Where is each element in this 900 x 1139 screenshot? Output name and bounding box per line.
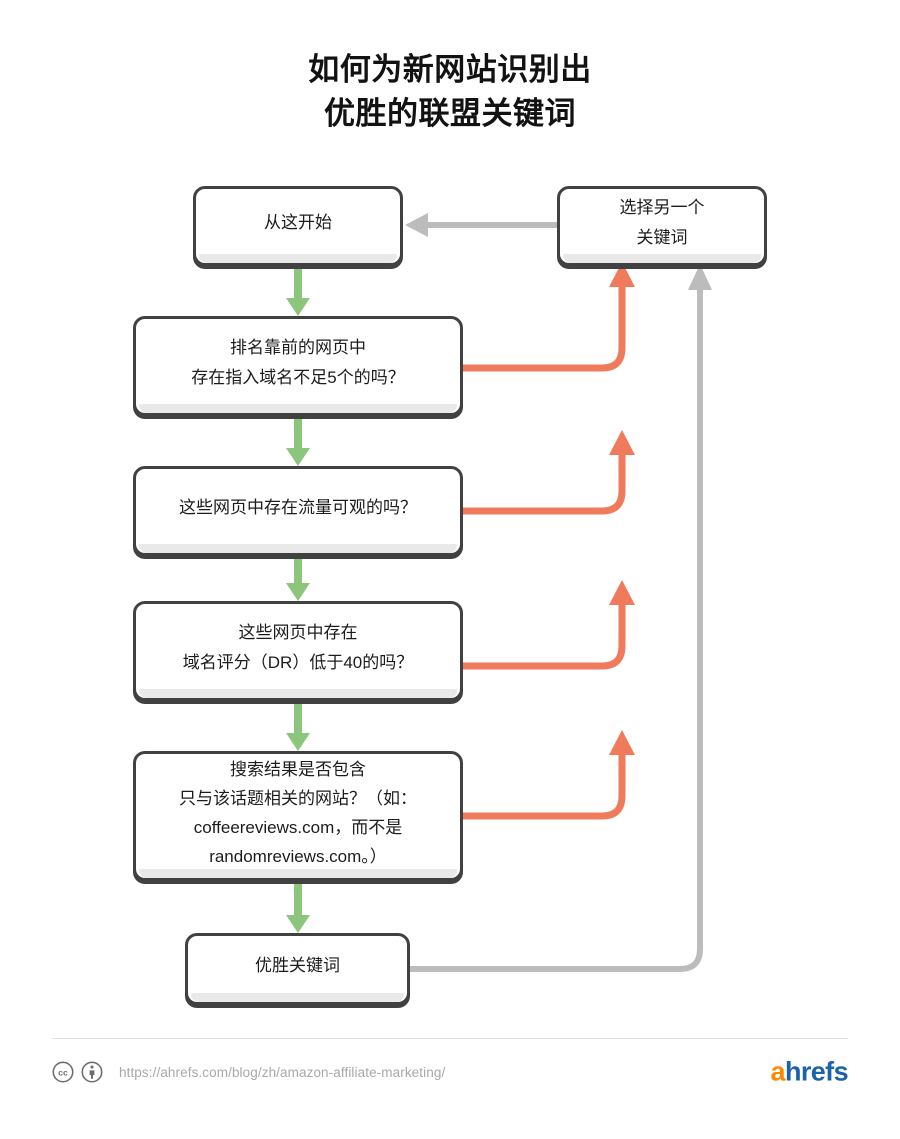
edge-q1-to-alternate xyxy=(463,272,626,372)
footer-divider xyxy=(52,1038,848,1039)
ahrefs-logo-a: a xyxy=(770,1056,786,1087)
node-question-traffic[interactable]: 这些网页中存在流量可观的吗？ xyxy=(133,466,463,556)
creative-commons-icon: cc xyxy=(52,1061,74,1083)
node-start-here[interactable]: 从这开始 xyxy=(193,186,403,266)
no-arrowhead-2 xyxy=(609,430,635,455)
no-path-group xyxy=(463,272,626,820)
node-question-domain-rating[interactable]: 这些网页中存在 域名评分（DR）低于40的吗？ xyxy=(133,601,463,701)
edge-q4-to-winner xyxy=(286,884,310,933)
edge-q3-to-q4 xyxy=(286,704,310,751)
no-arrowhead-1 xyxy=(609,262,635,287)
title-line-2: 优胜的联盟关键词 xyxy=(324,96,576,131)
loop-alternate-to-start xyxy=(405,213,557,237)
loop-winner-to-alternate xyxy=(410,280,703,972)
ahrefs-logo-text: hrefs xyxy=(784,1056,849,1087)
edge-q2-to-q3 xyxy=(286,559,310,601)
edge-q4-to-alternate xyxy=(463,745,626,820)
svg-text:cc: cc xyxy=(58,1068,68,1078)
node-choose-another-keyword-label: 选择另一个 关键词 xyxy=(619,198,705,247)
no-arrowhead-4 xyxy=(609,730,635,755)
node-choose-another-keyword[interactable]: 选择另一个 关键词 xyxy=(557,186,767,266)
source-url[interactable]: https://ahrefs.com/blog/zh/amazon-affili… xyxy=(119,1064,446,1080)
attribution-icon xyxy=(81,1061,103,1083)
edge-start-to-q1 xyxy=(286,269,310,316)
license-icons: cc xyxy=(52,1061,103,1083)
node-question-topical-sites-label: 搜索结果是否包含 只与该话题相关的网站？（如： coffeereviews.co… xyxy=(179,760,417,866)
node-question-referring-domains[interactable]: 排名靠前的网页中 存在指入域名不足5个的吗？ xyxy=(133,316,463,416)
title-line-1: 如何为新网站识别出 xyxy=(308,52,592,87)
yes-path-group xyxy=(286,269,310,933)
loop-arrowhead-left xyxy=(405,213,428,237)
loop-arrowhead-up xyxy=(688,264,712,290)
node-question-domain-rating-label: 这些网页中存在 域名评分（DR）低于40的吗？ xyxy=(182,623,414,672)
no-arrowhead-3 xyxy=(609,580,635,605)
edge-q2-to-alternate xyxy=(463,445,626,515)
node-winning-keyword[interactable]: 优胜关键词 xyxy=(185,933,410,1005)
node-start-here-label: 从这开始 xyxy=(264,213,332,232)
node-question-traffic-label: 这些网页中存在流量可观的吗？ xyxy=(179,498,417,517)
edge-q3-to-alternate xyxy=(463,595,626,670)
ahrefs-logo[interactable]: ahrefs xyxy=(770,1056,849,1087)
page-title: 如何为新网站识别出 优胜的联盟关键词 xyxy=(0,48,900,136)
footer: cc https://ahrefs.com/blog/zh/amazon-aff… xyxy=(52,1052,849,1092)
node-question-referring-domains-label: 排名靠前的网页中 存在指入域名不足5个的吗？ xyxy=(191,338,405,387)
node-winning-keyword-label: 优胜关键词 xyxy=(255,956,340,975)
no-path-arrowheads xyxy=(609,262,635,755)
edge-q1-to-q2 xyxy=(286,419,310,466)
node-question-topical-sites[interactable]: 搜索结果是否包含 只与该话题相关的网站？（如： coffeereviews.co… xyxy=(133,751,463,881)
